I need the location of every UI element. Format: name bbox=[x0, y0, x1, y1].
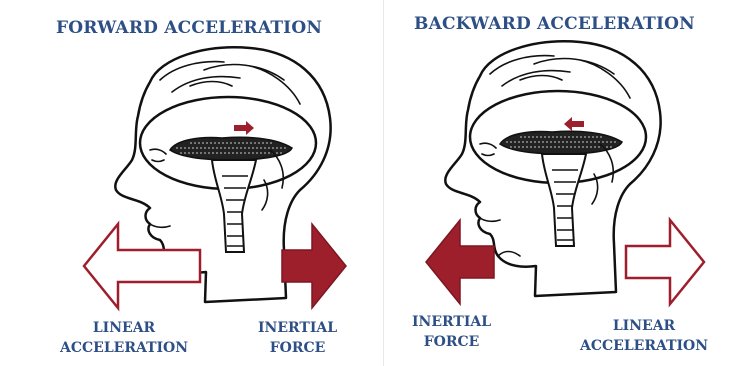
outline-arrow-icon bbox=[626, 220, 704, 304]
brain-icon bbox=[500, 131, 622, 154]
linear-acceleration-label-line1: LINEAR bbox=[60, 318, 188, 338]
inertial-force-label: INERTIAL FORCE bbox=[258, 318, 337, 358]
forward-acceleration-title: FORWARD ACCELERATION bbox=[56, 18, 322, 38]
inertial-force-label-line2: FORCE bbox=[258, 338, 337, 358]
backward-acceleration-title: BACKWARD ACCELERATION bbox=[414, 14, 695, 34]
brain-icon bbox=[170, 137, 292, 160]
forward-acceleration-panel: FORWARD ACCELERATION LINEAR ACCELERATION… bbox=[0, 0, 384, 366]
filled-arrow-icon bbox=[282, 224, 346, 308]
inertial-force-label: INERTIAL FORCE bbox=[412, 312, 491, 352]
linear-acceleration-label-line2: ACCELERATION bbox=[580, 336, 708, 356]
linear-acceleration-label: LINEAR ACCELERATION bbox=[580, 316, 708, 356]
backward-acceleration-panel: BACKWARD ACCELERATION INERTIAL FORCE LIN… bbox=[390, 0, 738, 366]
inertial-force-label-line1: INERTIAL bbox=[412, 312, 491, 332]
linear-acceleration-label-line2: ACCELERATION bbox=[60, 338, 188, 358]
linear-acceleration-label: LINEAR ACCELERATION bbox=[60, 318, 188, 358]
linear-acceleration-label-line1: LINEAR bbox=[580, 316, 708, 336]
inertial-force-label-line1: INERTIAL bbox=[258, 318, 337, 338]
inertial-force-label-line2: FORCE bbox=[412, 332, 491, 352]
forward-head-illustration bbox=[0, 0, 384, 366]
